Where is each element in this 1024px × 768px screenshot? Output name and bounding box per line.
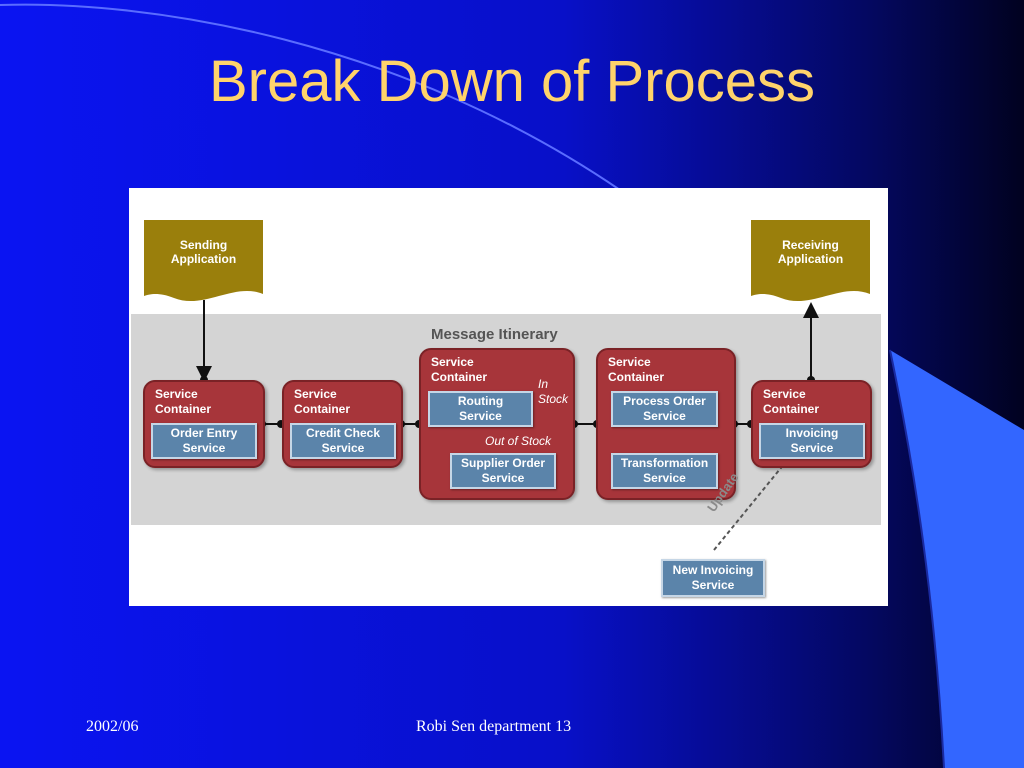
receiving-app-line2: Application (777, 252, 844, 266)
slide-title: Break Down of Process (208, 49, 816, 114)
out-of-stock-note: Out of Stock (485, 434, 552, 448)
process-diagram: Message Itinerary Sending Application (129, 188, 888, 606)
sending-application-doc: Sending Application (144, 220, 263, 304)
sending-app-line2: Application (170, 252, 237, 266)
receiving-application-doc: Receiving Application (751, 220, 870, 304)
footer-date: 2002/06 (86, 718, 139, 735)
sending-app-line1: Sending (179, 238, 228, 252)
itinerary-title: Message Itinerary (431, 326, 558, 343)
receiving-app-line1: Receiving (782, 238, 839, 252)
footer-author: Robi Sen department 13 (416, 718, 572, 735)
